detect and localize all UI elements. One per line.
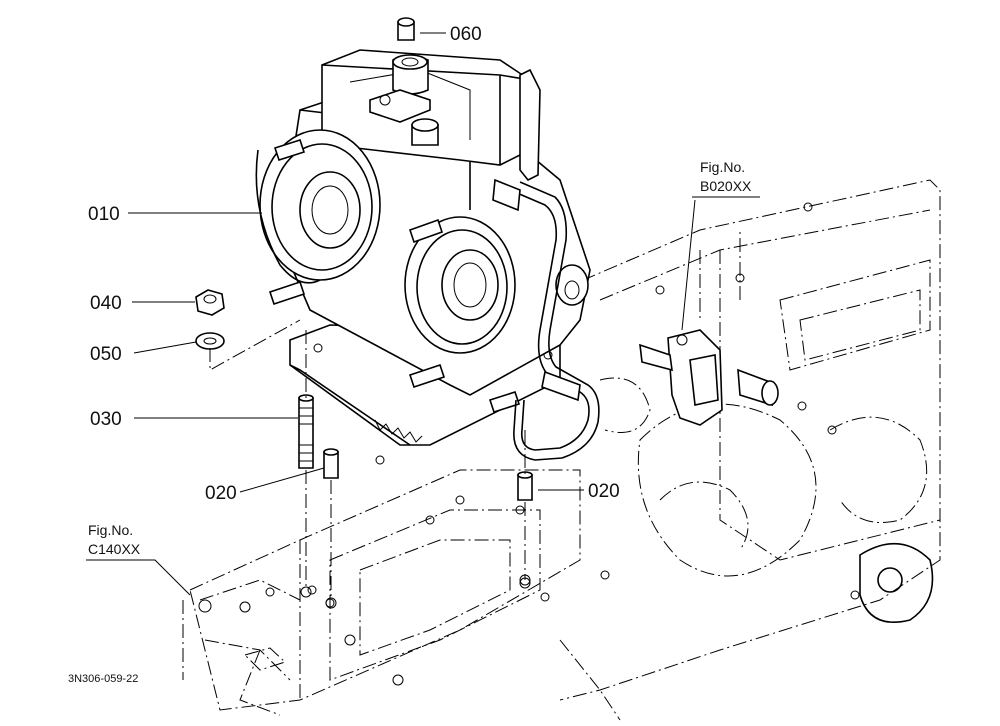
callout-020-right: 020 — [588, 481, 620, 502]
transmission-case-outline — [515, 179, 941, 721]
washer-050 — [195, 332, 225, 350]
fig-ref-c140-line1: Fig.No. — [88, 522, 133, 538]
stud-030 — [298, 394, 314, 469]
nut-040 — [195, 289, 225, 316]
callout-040: 040 — [90, 293, 122, 314]
leader-lines — [86, 32, 760, 596]
lower-housing-outline — [182, 455, 581, 716]
callout-050: 050 — [90, 344, 122, 365]
fig-ref-b020-line2: B020XX — [700, 178, 752, 194]
sensor-part — [639, 329, 779, 426]
hydraulic-pump-assembly — [255, 17, 600, 461]
callout-020-left: 020 — [205, 483, 237, 504]
pin-020-left — [323, 448, 339, 479]
drawing-code: 3N306-059-22 — [68, 673, 138, 685]
fig-ref-c140-line2: C140XX — [88, 541, 141, 557]
callout-060: 060 — [450, 24, 482, 45]
callout-labels: 060 010 040 050 030 020 020 Fig.No. B020… — [68, 24, 752, 685]
callout-030: 030 — [90, 409, 122, 430]
alignment-lines — [209, 319, 531, 609]
callout-010: 010 — [88, 204, 120, 225]
pin-020-right — [517, 471, 533, 501]
fig-ref-b020-line1: Fig.No. — [700, 159, 745, 175]
